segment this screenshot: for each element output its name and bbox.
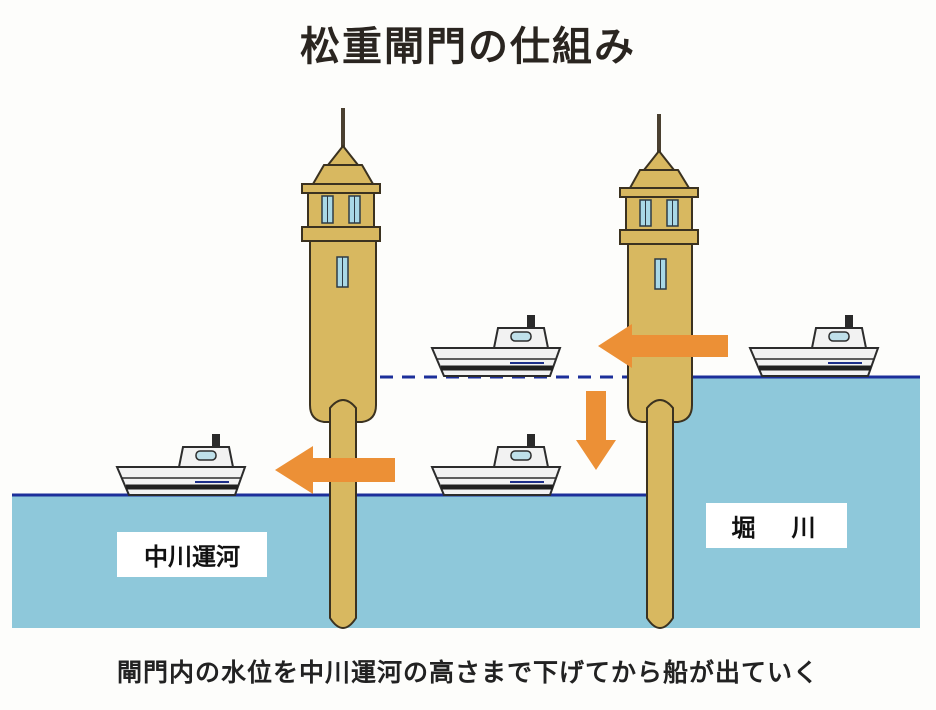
diagram-caption: 閘門内の水位を中川運河の高さまで下げてから船が出ていく: [116, 658, 819, 687]
arrow-enter-lock: [598, 324, 728, 368]
diagram-title: 松重閘門の仕組み: [300, 23, 636, 70]
boat-upper-lock: [432, 315, 560, 376]
upper-water: [652, 377, 920, 628]
arrow-exit-lock: [275, 446, 395, 494]
boat-upper-right: [750, 315, 878, 376]
arrow-lower-water: [576, 391, 616, 470]
boat-lower-lock: [432, 434, 560, 495]
right-lock-tower: [619, 114, 699, 629]
label-nakagawa-canal: 中川運河: [117, 532, 267, 577]
label-horikawa: 堀 川: [706, 503, 847, 548]
left-lock-tower: [301, 108, 381, 629]
boat-lower-left: [117, 434, 245, 495]
